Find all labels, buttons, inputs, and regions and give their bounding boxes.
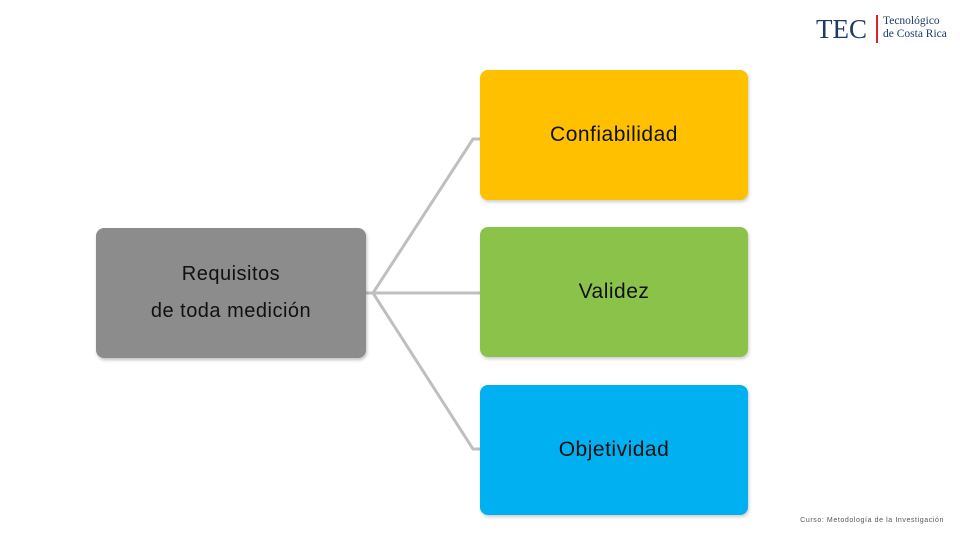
child-node-label: Objetividad (558, 438, 670, 461)
child-node-label: Confiabilidad (550, 123, 678, 146)
root-node-line1: Requisitos (181, 263, 281, 285)
connector-to-confiabilidad (366, 137, 480, 295)
logo-name: Tecnológico de Costa Rica (883, 15, 947, 41)
institution-logo: TEC Tecnológico de Costa Rica (812, 12, 950, 46)
connector-to-objetividad (366, 291, 480, 451)
child-node-confiabilidad: Confiabilidad (480, 70, 748, 200)
child-node-objetividad: Objetividad (480, 385, 748, 515)
root-node-line2: de toda medición (150, 300, 312, 322)
root-node-requisitos: Requisitos de toda medición (96, 228, 366, 358)
logo-name-line2: de Costa Rica (883, 28, 947, 40)
logo-abbr: TEC (816, 14, 867, 44)
logo-name-line1: Tecnológico (883, 15, 940, 27)
child-node-validez: Validez (480, 227, 748, 357)
child-node-label: Validez (578, 280, 650, 303)
logo-divider (876, 15, 878, 43)
course-footer: Curso: Metodología de la Investigación (800, 517, 944, 524)
